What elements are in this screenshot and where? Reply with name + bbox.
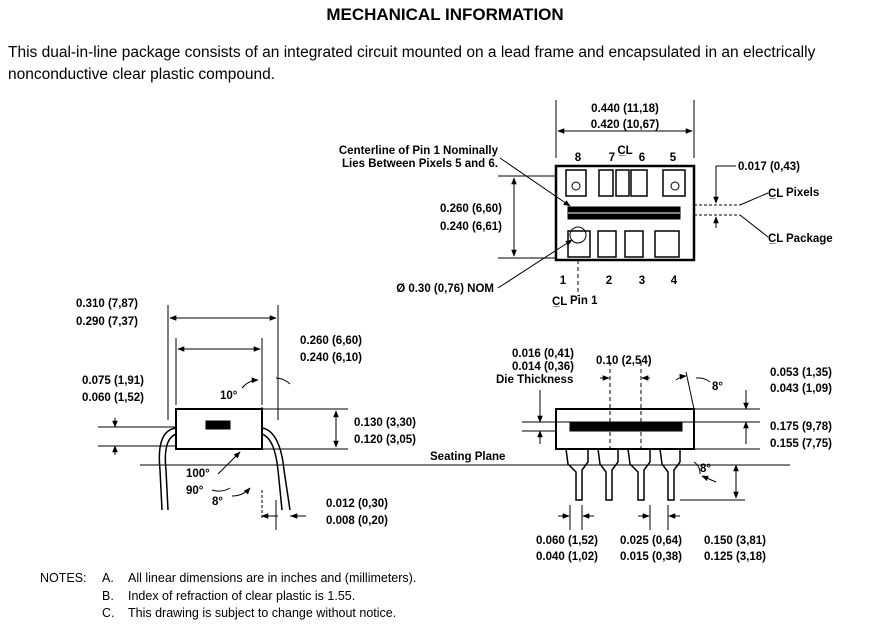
lead-width-min: 0.040 (1,02)	[536, 551, 598, 563]
angle-10: 10°	[220, 390, 238, 402]
centerline-note-2: Lies Between Pixels 5 and 6.	[342, 158, 498, 170]
centerline-note-1: Centerline of Pin 1 Nominally	[339, 145, 499, 157]
pin-label-7: 7	[609, 152, 615, 164]
side-view	[140, 362, 790, 530]
row-spacing-max: 0.310 (7,87)	[76, 298, 138, 310]
pin-label-1: 1	[560, 275, 567, 287]
page-title: MECHANICAL INFORMATION	[326, 5, 564, 24]
lead-thick-max: 0.012 (0,30)	[326, 498, 388, 510]
top-lead-min: 0.043 (1,09)	[770, 383, 832, 395]
pin-pitch: 0.10 (2,54)	[596, 355, 652, 367]
pin-label-6: 6	[639, 152, 645, 164]
top-view-labels: 0.440 (11,18) 0.420 (10,67) 8 7 6 5 C̲L …	[339, 103, 833, 308]
lead-tip-max: 0.025 (0,64)	[620, 535, 682, 547]
pin-label-8: 8	[575, 152, 582, 164]
pin-label-3: 3	[639, 275, 645, 287]
top-lead-max: 0.053 (1,35)	[770, 367, 832, 379]
overall-height-min: 0.155 (7,75)	[770, 438, 832, 450]
thickness-min: 0.120 (3,05)	[354, 434, 416, 446]
lead-length-max: 0.150 (3,81)	[704, 535, 766, 547]
top-height-max: 0.260 (6,60)	[440, 203, 502, 215]
pixels-label: Pixels	[786, 187, 819, 199]
notes-label: NOTES:	[40, 571, 87, 585]
note-b: B.Index of refraction of clear plastic i…	[102, 588, 356, 603]
lead-thick-min: 0.008 (0,20)	[326, 515, 388, 527]
lead-width-max: 0.060 (1,52)	[536, 535, 598, 547]
body-width-min: 0.240 (6,10)	[300, 352, 362, 364]
die-thickness-min: 0.014 (0,36)	[512, 361, 574, 373]
pin-label-4: 4	[671, 275, 678, 287]
pin1-cl: C̲L	[552, 296, 567, 308]
top-width-min: 0.420 (10,67)	[591, 119, 660, 131]
seating-plane-label: Seating Plane	[430, 451, 505, 463]
offset-dim: 0.017 (0,43)	[738, 161, 800, 173]
angle-90: 90°	[186, 485, 204, 497]
lead-length-min: 0.125 (3,18)	[704, 551, 766, 563]
standoff-min: 0.060 (1,52)	[82, 392, 144, 404]
die-thickness-max: 0.016 (0,41)	[512, 348, 574, 360]
package-cl: C̲L	[768, 233, 783, 245]
note-a: NOTES:A.All linear dimensions are in inc…	[40, 570, 416, 588]
package-label: Package	[786, 233, 833, 245]
hole-dim: Ø 0.30 (0,76) NOM	[396, 283, 494, 295]
pin1-label: Pin 1	[570, 295, 598, 307]
end-view	[98, 305, 348, 530]
angle-8-side: 8°	[700, 463, 711, 475]
standoff-max: 0.075 (1,91)	[82, 375, 144, 387]
die-thickness-label: Die Thickness	[496, 374, 573, 386]
end-view-labels: 0.310 (7,87) 0.290 (7,37) 0.260 (6,60) 0…	[76, 298, 416, 527]
angle-100: 100°	[186, 468, 210, 480]
pixels-cl: C̲L	[768, 188, 783, 200]
note-c: C.This drawing is subject to change with…	[102, 606, 397, 620]
top-width-max: 0.440 (11,18)	[591, 103, 659, 115]
pin-label-5: 5	[670, 152, 677, 164]
row-spacing-min: 0.290 (7,37)	[76, 316, 138, 328]
angle-8-end: 8°	[212, 496, 223, 508]
top-view	[497, 100, 769, 296]
body-width-max: 0.260 (6,60)	[300, 335, 362, 347]
intro-paragraph: This dual-in-line package consists of an…	[8, 44, 816, 83]
pin-label-2: 2	[606, 275, 612, 287]
angle-8-top: 8°	[712, 381, 723, 393]
top-height-min: 0.240 (6,61)	[440, 221, 502, 233]
thickness-max: 0.130 (3,30)	[354, 417, 416, 429]
notes: NOTES:A.All linear dimensions are in inc…	[40, 570, 416, 623]
side-view-labels: 0.016 (0,41) 0.014 (0,36) Die Thickness …	[430, 348, 832, 563]
overall-height-max: 0.175 (9,78)	[770, 421, 832, 433]
centerline-symbol: C̲L	[617, 145, 632, 157]
lead-tip-min: 0.015 (0,38)	[620, 551, 682, 563]
